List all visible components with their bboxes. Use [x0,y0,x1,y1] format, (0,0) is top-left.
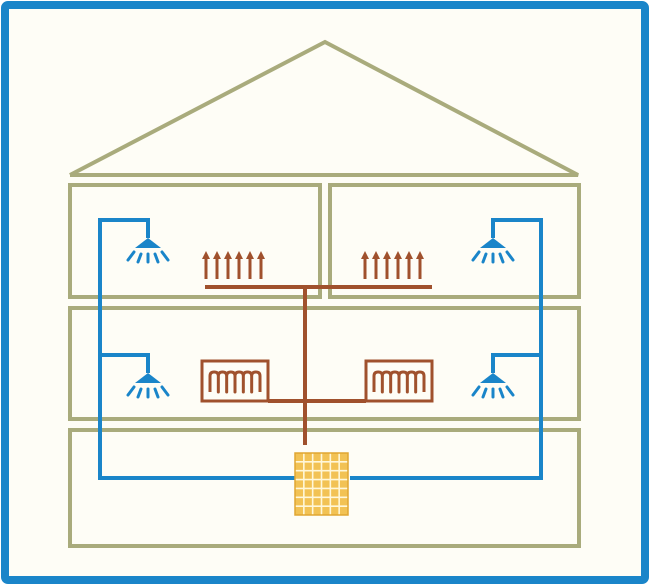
water-pipe-right [350,218,543,480]
top-floor-left-room [68,183,322,299]
house-roof [69,39,579,177]
heat-arrows-icon [202,251,265,279]
shower-head-icon [471,238,515,264]
ground-floor [68,428,581,548]
shower-head-icon [126,238,170,264]
shower-head-icon [126,373,170,399]
radiator-icon [364,359,434,403]
radiator-icon [200,359,270,403]
heat-arrows-icon [361,251,424,279]
top-floor-right-room [328,183,581,299]
water-pipe-left-middle-branch [100,353,150,373]
water-pipe-right-middle-branch [491,353,541,373]
boiler-icon [294,452,349,516]
middle-floor [68,306,581,421]
water-pipe-left [98,218,295,480]
shower-head-icon [471,373,515,399]
